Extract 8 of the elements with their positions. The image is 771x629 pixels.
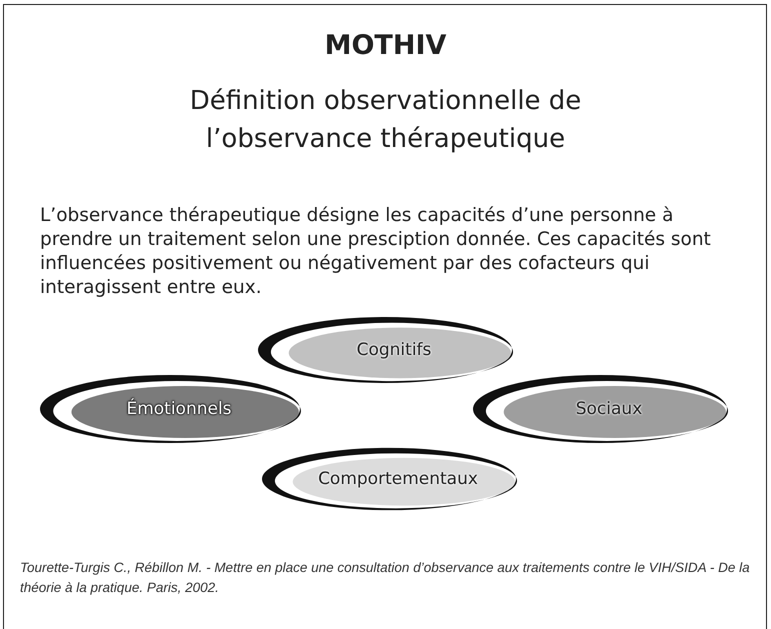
node-label: Comportementaux [317, 469, 478, 489]
citation: Tourette-Turgis C., Rébillon M. - Mettre en place une consultation d’observance aux traitements contre le VIH/SIDA - De la théorie à la pratique. Paris, 2002. [20, 559, 751, 597]
node-label: Cognitifs [356, 340, 432, 360]
title: MOTHIV [324, 30, 448, 61]
subtitle: Définition observationnelle de l’observance thérapeutique [188, 85, 582, 156]
definition-paragraph: L’observance thérapeutique désigne les capacités d’une personne à prendre un traitement selon une presciption donnée. Ces capacités sont influencées positivement ou négativement par des cofacteurs qui interagissent entre eux. [40, 204, 712, 300]
node-label: Sociaux [574, 399, 642, 419]
node-label: Émotionnels [125, 399, 232, 419]
